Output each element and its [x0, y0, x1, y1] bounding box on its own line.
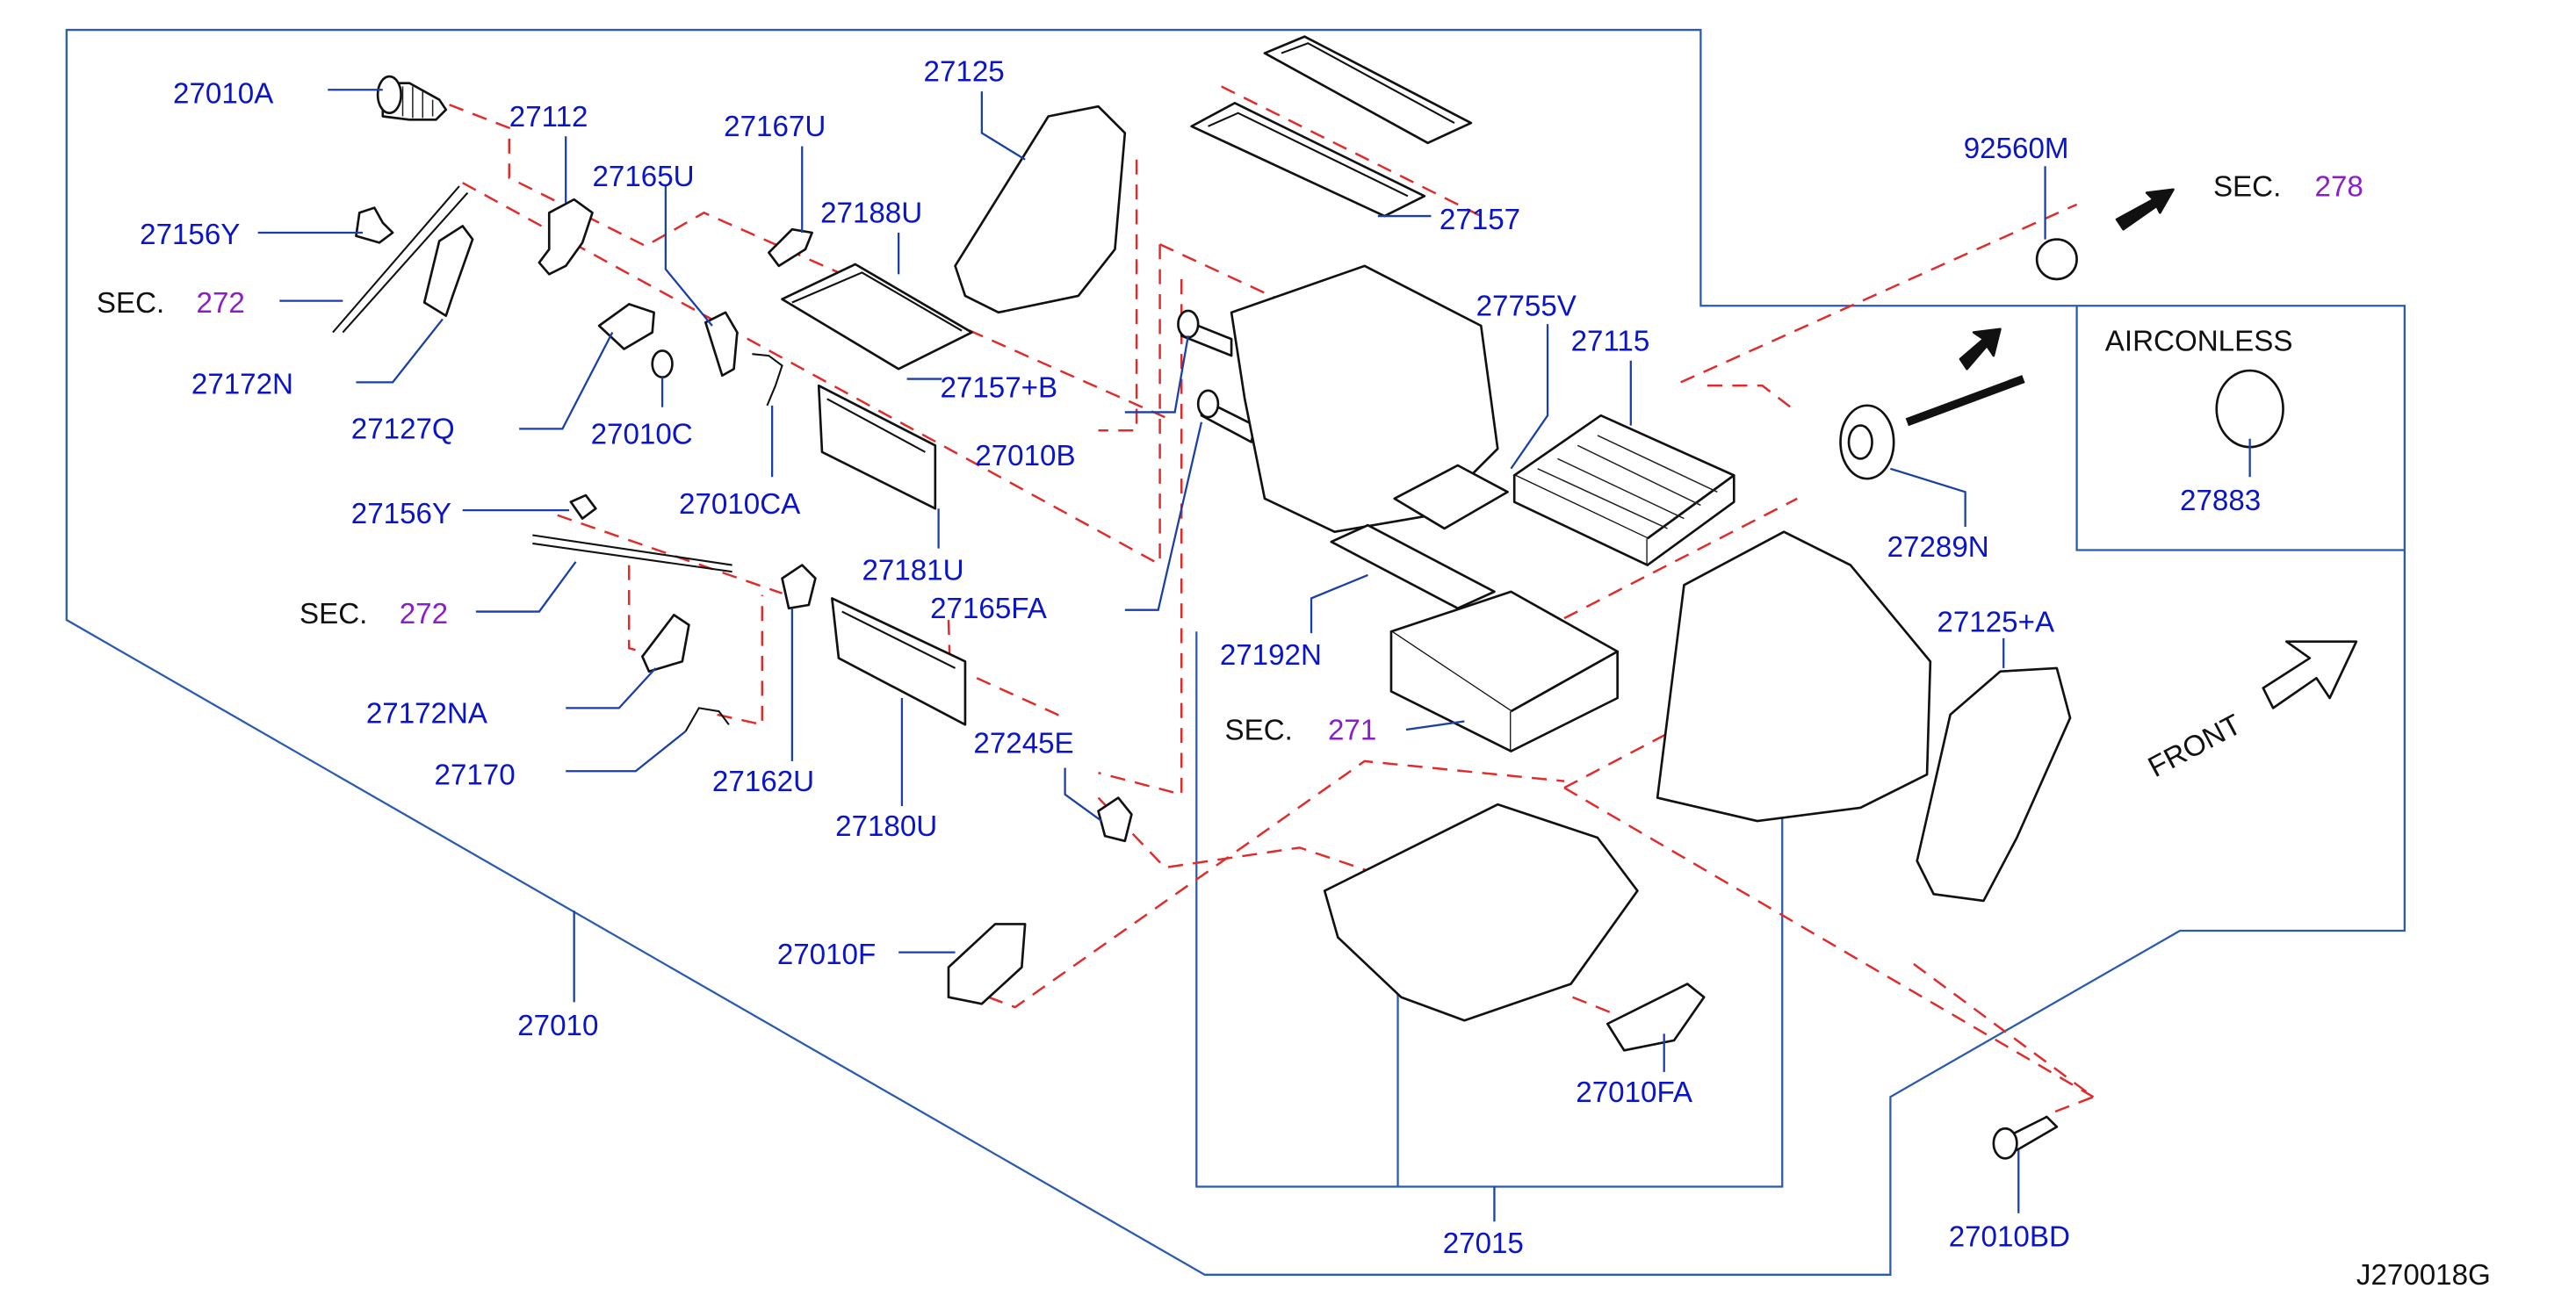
heater-core-27115 [1512, 414, 1735, 566]
label-27245e: 27245E [973, 727, 1073, 759]
label-27157b: 27157+B [941, 371, 1058, 404]
front-arrow-icon [2262, 640, 2358, 709]
label-27162u: 27162U [712, 766, 814, 798]
label-27192n: 27192N [1220, 639, 1322, 672]
bracket-27112 [538, 198, 594, 276]
filters-27157 [1190, 35, 1473, 218]
label-27181u: 27181U [862, 555, 963, 587]
label-27010c: 27010C [591, 418, 693, 450]
label-27172na: 27172NA [366, 697, 488, 730]
sec-number-278: 278 [2315, 170, 2363, 203]
seal-27192n [1330, 523, 1496, 610]
note-airconless: AIRCONLESS [2105, 325, 2293, 357]
label-27165u: 27165U [593, 161, 695, 193]
section-references: SEC. 272 SEC. 272 SEC. 271 SEC. 278 [97, 170, 2363, 746]
label-27188u: 27188U [820, 198, 922, 230]
label-27289n: 27289N [1887, 531, 1989, 564]
bolt-27010bd [1992, 1115, 2059, 1160]
label-27010fa: 27010FA [1576, 1076, 1693, 1109]
bracket-27172n [422, 225, 474, 317]
washer-27010c [651, 349, 674, 379]
duct-27125a [1916, 666, 2072, 903]
link-27167u [768, 227, 813, 268]
label-27127q: 27127Q [351, 414, 455, 446]
label-92560m: 92560M [1964, 133, 2069, 165]
part-glyphs [332, 35, 2358, 1160]
lever-27162u [781, 564, 817, 610]
sec-prefix-278: SEC. [2213, 170, 2281, 203]
sec-number-272-a: 272 [197, 287, 245, 320]
main-case [1656, 530, 1932, 823]
label-27156y-1: 27156Y [140, 219, 240, 251]
plate-27127q [597, 303, 655, 350]
spring-27170 [684, 707, 730, 732]
clip-27156y-lower [569, 493, 597, 520]
duct-27125 [954, 104, 1127, 314]
diagram-code: J270018G [2356, 1259, 2491, 1292]
label-27010b: 27010B [975, 440, 1075, 472]
label-27180u: 27180U [835, 810, 937, 843]
grommet-92560m [2035, 238, 2078, 281]
screw-27010a [376, 75, 448, 121]
arrow-up-right-icon [1959, 328, 2002, 371]
sec-prefix-272-a: SEC. [97, 287, 164, 320]
clip-27245e [1097, 796, 1133, 843]
arrow-sec278-icon [2115, 188, 2175, 231]
label-27157: 27157 [1440, 204, 1520, 236]
sec-prefix-272-b: SEC. [299, 598, 367, 630]
leader-lines [257, 89, 2251, 1222]
label-27010f: 27010F [777, 939, 876, 971]
door-27188u [781, 263, 973, 371]
spring-27010ca [752, 353, 783, 407]
label-27172n: 27172N [191, 369, 293, 401]
sec-number-271: 271 [1328, 714, 1376, 746]
label-27156y-2: 27156Y [351, 498, 451, 530]
door-27181u [817, 384, 937, 510]
door-27180u [831, 597, 967, 726]
label-27170: 27170 [435, 759, 516, 791]
bracket-27172na [641, 614, 690, 673]
bolts-27010b [1177, 309, 1256, 443]
cable-rod-upper [332, 185, 469, 334]
label-27015: 27015 [1443, 1227, 1524, 1260]
clip-27156y-upper [355, 206, 394, 244]
plug-27883 [2215, 369, 2284, 449]
note-front: FRONT [2143, 709, 2247, 784]
diagram-notes: AIRCONLESS FRONT J270018G [2105, 325, 2491, 1292]
label-27010: 27010 [517, 1010, 598, 1042]
bracket-27010f [947, 923, 1027, 1005]
label-27112: 27112 [509, 101, 588, 133]
lower-case [1323, 803, 1639, 1022]
cable-rod-lower [532, 534, 732, 573]
direction-bar-icon [1905, 375, 2025, 427]
seal-27755v [1393, 464, 1509, 530]
label-27010a: 27010A [173, 77, 274, 110]
label-27125a: 27125+A [1937, 606, 2055, 638]
label-27883: 27883 [2180, 485, 2261, 517]
part-labels: 27010A 27112 27125 27167U 27165U 27188U … [140, 56, 2261, 1260]
label-27165fa: 27165FA [930, 593, 1048, 625]
grommet-27289n [1839, 404, 1895, 480]
sec-number-272-b: 272 [400, 598, 448, 630]
lever-27165u [704, 311, 739, 378]
label-27010ca: 27010CA [679, 488, 801, 521]
label-27167u: 27167U [724, 111, 826, 143]
label-27115: 27115 [1571, 325, 1650, 357]
evaporator [1389, 590, 1619, 752]
label-27010bd: 27010BD [1949, 1221, 2070, 1254]
bracket-27010fa [1605, 983, 1706, 1052]
sec-prefix-271: SEC. [1225, 714, 1293, 746]
label-27125: 27125 [924, 56, 1005, 89]
label-27755v: 27755V [1476, 291, 1577, 323]
